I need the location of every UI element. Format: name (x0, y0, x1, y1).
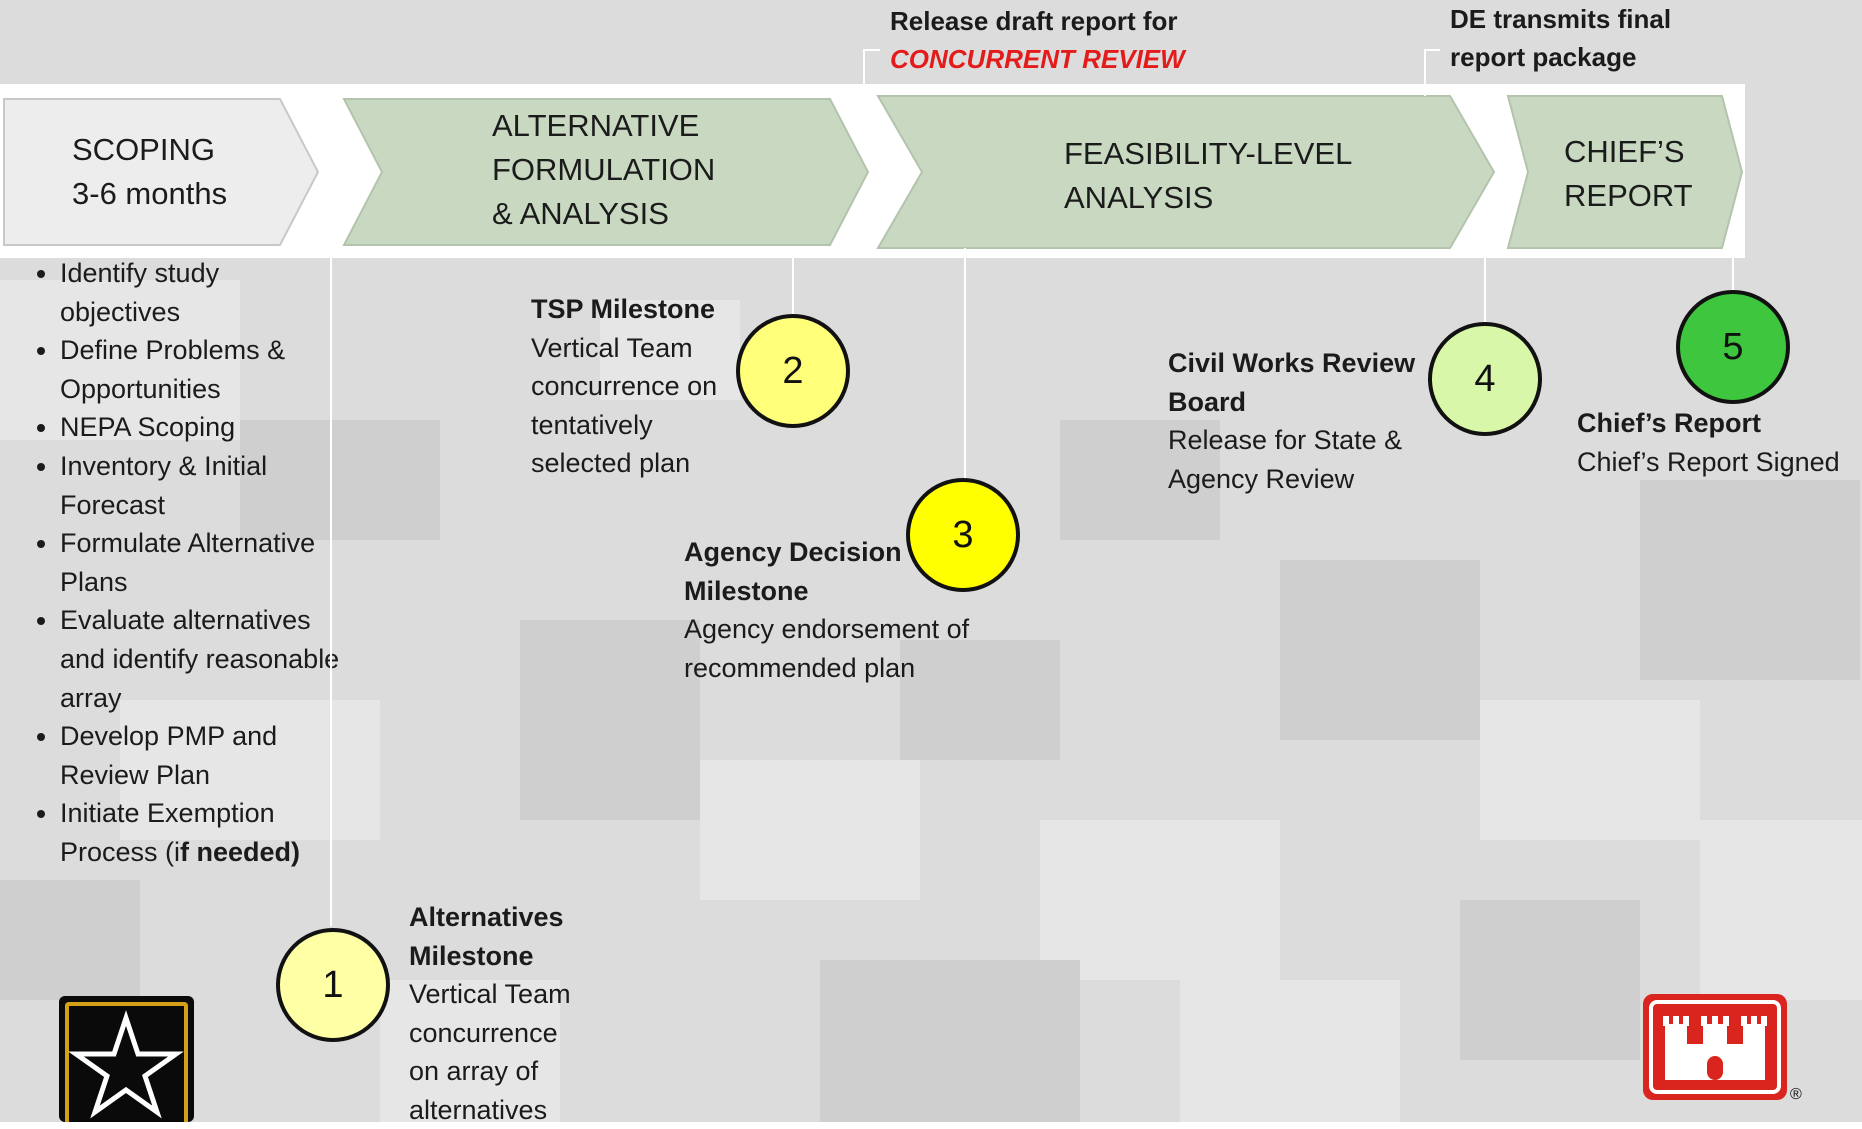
milestone-2-desc: Vertical Team (531, 329, 717, 368)
scoping-task-list: Identify study objectivesDefine Problems… (20, 254, 340, 872)
milestone-5-desc: Chief’s Report Signed (1577, 443, 1840, 482)
connector-milestone-1 (330, 258, 332, 926)
phase-scoping-title: SCOPING (72, 128, 227, 172)
scoping-task-item: Inventory & Initial Forecast (60, 447, 340, 524)
connector-milestone-3 (964, 248, 966, 478)
milestone-1-desc: concurrence (409, 1014, 571, 1053)
transmit-note-line2: report package (1450, 38, 1671, 76)
phase-chiefs-line1: CHIEF’S (1564, 130, 1693, 174)
milestone-4-title: Civil Works Review (1168, 344, 1415, 383)
milestone-4-title-2: Board (1168, 383, 1415, 422)
milestone-1-circle: 1 (276, 928, 390, 1042)
milestone-2-title: TSP Milestone (531, 290, 717, 329)
milestone-5-number: 5 (1722, 326, 1743, 369)
milestone-1-title: Alternatives (409, 898, 571, 937)
connector-milestone-2 (792, 248, 794, 316)
milestone-3-title-2: Milestone (684, 572, 969, 611)
release-draft-note: Release draft report for CONCURRENT REVI… (890, 2, 1185, 78)
milestone-4-text: Civil Works Review Board Release for Sta… (1168, 344, 1415, 498)
phase-chiefs-line2: REPORT (1564, 174, 1693, 218)
milestone-1-title-2: Milestone (409, 937, 571, 976)
milestone-1-desc: Vertical Team (409, 975, 571, 1014)
phase-feasibility-line1: FEASIBILITY-LEVEL (1064, 132, 1352, 176)
milestone-3-title: Agency Decision (684, 533, 969, 572)
milestone-3-desc: Agency endorsement of (684, 610, 969, 649)
camo-block (1460, 900, 1640, 1060)
phase-chiefs-report: CHIEF’S REPORT (1564, 130, 1693, 218)
milestone-2-text: TSP Milestone Vertical Team concurrence … (531, 290, 717, 483)
milestone-2-desc: concurrence on (531, 367, 717, 406)
camo-block (1640, 480, 1860, 680)
milestone-2-circle: 2 (736, 314, 850, 428)
milestone-4-circle: 4 (1428, 322, 1542, 436)
transmit-note-line1: DE transmits final (1450, 0, 1671, 38)
release-note-line1: Release draft report for (890, 2, 1185, 40)
camo-block (1040, 820, 1280, 980)
phase-feasibility-line2: ANALYSIS (1064, 176, 1352, 220)
camo-block (820, 960, 1080, 1122)
milestone-3-text: Agency Decision Milestone Agency endorse… (684, 533, 969, 687)
camo-block (520, 620, 700, 820)
phase-alternative-line2: FORMULATION (492, 148, 715, 192)
usace-castle-logo (1643, 994, 1787, 1100)
concurrent-review-label: CONCURRENT REVIEW (890, 40, 1185, 78)
scoping-task-item: Define Problems & Opportunities (60, 331, 340, 408)
scoping-task-item: Identify study objectives (60, 254, 340, 331)
milestone-1-number: 1 (322, 964, 343, 1007)
scoping-task-item: NEPA Scoping (60, 408, 340, 447)
camo-block (1180, 980, 1400, 1122)
milestone-5-text: Chief’s Report Chief’s Report Signed (1577, 404, 1840, 481)
camo-block (0, 880, 140, 1000)
star-icon (76, 1018, 176, 1112)
milestone-4-desc: Release for State & (1168, 421, 1415, 460)
milestone-1-desc: on array of (409, 1052, 571, 1091)
milestone-1-desc: alternatives (409, 1091, 571, 1129)
connector-milestone-4 (1484, 258, 1486, 328)
camo-block (1280, 560, 1480, 740)
camo-block (1480, 700, 1700, 840)
phase-scoping: SCOPING 3-6 months (72, 128, 227, 216)
milestone-5-title: Chief’s Report (1577, 404, 1840, 443)
phase-alternative-line3: & ANALYSIS (492, 192, 715, 236)
milestone-2-number: 2 (782, 350, 803, 393)
camo-block (700, 760, 920, 900)
phase-feasibility: FEASIBILITY-LEVEL ANALYSIS (1064, 132, 1352, 220)
release-callout-line (864, 50, 880, 84)
milestone-2-desc: selected plan (531, 444, 717, 483)
milestone-2-desc: tentatively (531, 406, 717, 445)
scoping-task-item: Evaluate alternatives and identify reaso… (60, 601, 340, 717)
scoping-task-item: Initiate Exemption Process (if needed) (60, 794, 340, 871)
scoping-task-item: Develop PMP and Review Plan (60, 717, 340, 794)
transmit-callout-line (1425, 50, 1440, 96)
phase-scoping-duration: 3-6 months (72, 172, 227, 216)
milestone-5-circle: 5 (1676, 290, 1790, 404)
scoping-task-bold-text: f needed) (180, 837, 300, 867)
milestone-1-text: Alternatives Milestone Vertical Team con… (409, 898, 571, 1129)
registered-mark: ® (1790, 1086, 1802, 1104)
connector-milestone-5 (1732, 250, 1734, 294)
transmit-final-note: DE transmits final report package (1450, 0, 1671, 76)
milestone-4-desc: Agency Review (1168, 460, 1415, 499)
camo-block (1700, 820, 1862, 1000)
milestone-4-number: 4 (1474, 358, 1495, 401)
phase-alternative-line1: ALTERNATIVE (492, 104, 715, 148)
scoping-task-item: Formulate Alternative Plans (60, 524, 340, 601)
army-star-logo (59, 996, 194, 1122)
milestone-3-desc: recommended plan (684, 649, 969, 688)
phase-alternative: ALTERNATIVE FORMULATION & ANALYSIS (492, 104, 715, 236)
